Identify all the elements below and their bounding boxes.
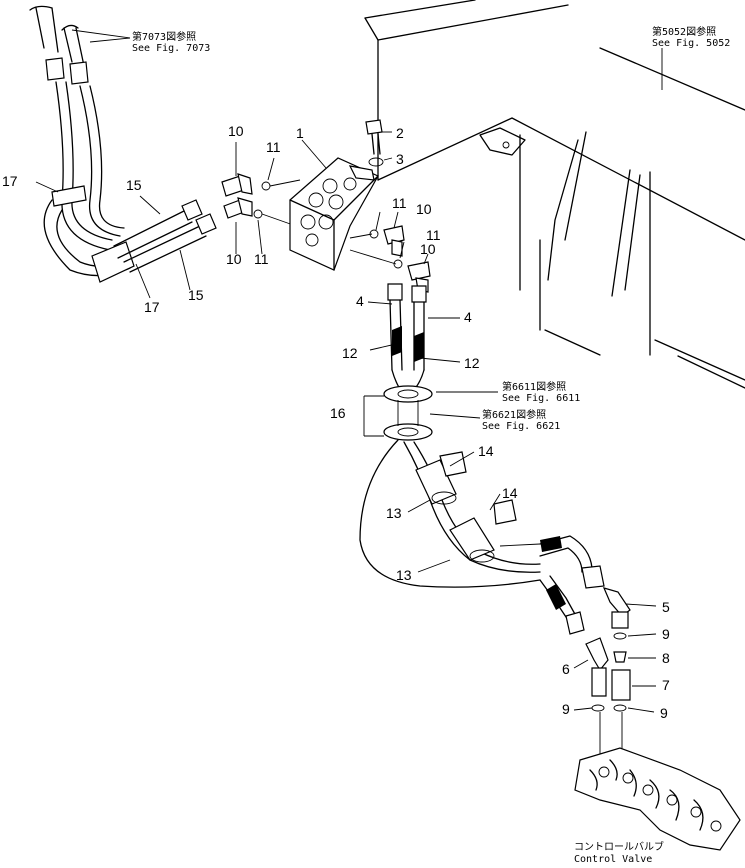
callout-12-left: 12 (342, 345, 358, 361)
callout-10-c: 10 (416, 201, 432, 217)
ref-6621-jp: 第6621図参照 (482, 408, 546, 421)
callout-9-left: 9 (562, 701, 570, 717)
ref-5052-en: See Fig. 5052 (652, 38, 730, 49)
vertical-hoses (387, 283, 427, 393)
callout-16: 16 (330, 405, 346, 421)
callout-11-d: 11 (426, 227, 441, 243)
callout-13-upper: 13 (386, 505, 402, 521)
callout-10-a: 10 (228, 123, 244, 139)
callout-3: 3 (396, 151, 404, 167)
pilot-valve-block (289, 157, 379, 271)
grommet-plates (363, 385, 433, 441)
left-fittings (221, 173, 301, 227)
callout-8: 8 (662, 650, 670, 666)
callout-6: 6 (562, 661, 570, 677)
ref-6611-en: See Fig. 6611 (502, 393, 580, 404)
callout-11-a: 11 (266, 139, 281, 155)
callout-11-c: 11 (392, 195, 407, 211)
callout-13-lower: 13 (396, 567, 412, 583)
callout-4-right: 4 (464, 309, 472, 325)
callout-11-b: 11 (254, 251, 269, 267)
ref-6621-en: See Fig. 6621 (482, 421, 560, 432)
control-valve-label-jp: コントロールバルブ (574, 840, 664, 853)
bolt-and-washer (365, 119, 393, 167)
callout-7: 7 (662, 677, 670, 693)
cab-frame (364, 0, 745, 389)
callout-9-right: 9 (660, 705, 668, 721)
ref-6611-jp: 第6611図参照 (502, 380, 566, 393)
callout-17-lower: 17 (144, 299, 160, 315)
callout-10-b: 10 (226, 251, 242, 267)
control-valve-label-en: Control Valve (574, 854, 652, 865)
main-hoses (359, 439, 605, 635)
ref-7073-jp: 第7073図参照 (132, 30, 196, 43)
callout-1: 1 (296, 125, 304, 141)
ref-5052-jp: 第5052図参照 (652, 25, 716, 38)
callout-15-upper: 15 (126, 177, 142, 193)
right-fittings (349, 225, 431, 293)
callout-14-upper: 14 (478, 443, 494, 459)
callout-10-d: 10 (420, 241, 436, 257)
control-valve (574, 747, 741, 851)
lower-fittings (585, 587, 631, 770)
callout-14-lower: 14 (502, 485, 518, 501)
leader-lines (35, 29, 663, 713)
callout-9-upper: 9 (662, 626, 670, 642)
callout-4-left: 4 (356, 293, 364, 309)
callout-2: 2 (396, 125, 404, 141)
callout-15-lower: 15 (188, 287, 204, 303)
callout-5: 5 (662, 599, 670, 615)
callout-12-right: 12 (464, 355, 480, 371)
upper-left-hoses (29, 5, 217, 283)
callout-17-upper: 17 (2, 173, 18, 189)
ref-7073-en: See Fig. 7073 (132, 43, 210, 54)
